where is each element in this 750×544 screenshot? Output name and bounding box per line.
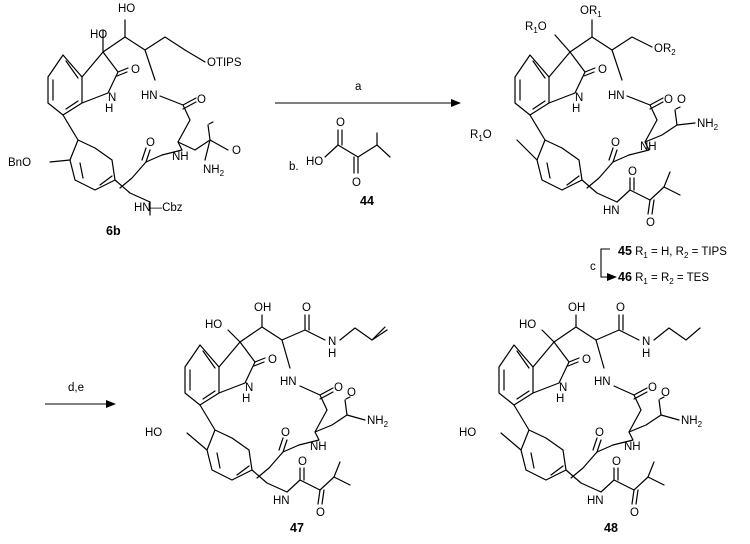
compound-number-44: 44 [360,194,374,208]
label-45-o3: O [611,137,620,149]
compound-47-labels: HO OH O N H O N H HN O O NH2 HO NH O HN … [145,302,389,535]
compound-caption-45: 45 R1 = H, R2 = TIPS [618,244,727,260]
label-6b-indole-n: N [108,92,116,104]
label-45-or2: OR2 [654,43,676,57]
label-45-hn2: HN [603,205,620,217]
label-6b-otips: OTIPS [207,57,242,69]
label-47-o4: O [298,456,307,468]
label-47-phenol-ho: HO [145,427,162,439]
compound-caption-46: 46 R1 = R2 = TES [618,270,709,286]
label-45-or1: OR1 [580,5,602,19]
label-45-indole-h: H [572,103,580,115]
label-6b-indole-h: H [105,103,113,115]
label-47-o3: O [281,427,290,439]
label-6b-o: O [131,64,140,76]
label-45-nh2: NH2 [697,118,719,132]
label-48-o3: O [595,427,604,439]
label-6b-ho-top: HO [118,3,135,15]
label-48-propyl-n: N [642,336,650,348]
reagent-step-de: d,e [68,382,84,394]
label-6b-o3: O [146,137,155,149]
label-47-amide-o: O [347,387,356,399]
label-6b-nh2: NH2 [203,164,225,178]
label-6b-bno: BnO [8,157,31,169]
reagent-step-b: b. [289,161,299,173]
compound-6b-labels: HO HO O OTIPS N H HN O BnO O NH O NH2 HN… [8,3,242,238]
label-45-o2: O [664,94,673,106]
label-6b-nhcbz: HN—Cbz [134,202,183,214]
label-47-o5: O [316,507,325,519]
label-44-o-bottom: O [352,177,361,189]
label-48-nh: NH [624,441,641,453]
reagent-step-c: c [590,261,596,273]
label-47-o: O [302,302,311,314]
compound-47: HO OH O N H O N H HN O O NH2 HO NH O HN … [145,302,389,535]
label-45-o: O [598,64,607,76]
compound-48-labels: HO OH O N H O N H HN O O NH2 HO NH O HN … [459,302,703,535]
label-47-oh: OH [254,302,271,314]
label-45-amide-o: O [677,94,686,106]
label-48-o5: O [630,507,639,519]
label-48-amide-o: O [661,387,670,399]
compound-44: O HO O 44 [306,117,391,208]
label-47-ho: HO [205,319,222,331]
compound-number-47: 47 [290,521,304,535]
label-47-nh: NH [310,441,327,453]
compound-47-bonds [184,314,388,505]
label-45-r1o-left: R1O [470,129,492,143]
compound-number-6b: 6b [106,224,121,238]
reaction-arrow-de: d,e [45,382,116,408]
label-45-nh: NH [640,141,657,153]
label-44-o-top: O [336,117,345,129]
label-45-o5: O [646,217,655,229]
compound-44-bonds [324,129,391,174]
label-47-nh2: NH2 [367,415,389,429]
label-48-indole-n: N [559,382,567,394]
label-47-allyl-n: N [328,336,336,348]
label-6b-hn: HN [141,90,158,102]
label-48-o: O [616,302,625,314]
compound-46: 46 R1 = R2 = TES [618,270,709,286]
label-47-indole-h: H [242,393,250,405]
label-47-hn2: HN [273,495,290,507]
label-44-ho: HO [306,156,323,168]
label-48-o2: O [648,382,657,394]
label-48-phenol-ho: HO [459,427,476,439]
compound-6b: HO HO O OTIPS N H HN O BnO O NH O NH2 HN… [8,3,242,238]
compound-48-bonds [498,314,701,505]
label-48-propyl-h: H [642,348,650,360]
label-47-indole-n: N [245,382,253,394]
label-47-allyl-h: H [328,348,336,360]
label-6b-o2: O [197,94,206,106]
label-45-r1o-top: R1O [525,21,547,35]
label-6b-amide-o: O [232,145,241,157]
label-45-hn: HN [608,90,625,102]
label-47-hn: HN [280,376,297,388]
label-47-o2: O [334,382,343,394]
label-48-hn: HN [594,376,611,388]
compound-45-labels: R1O OR1 OR2 O N H HN O O NH2 R1O NH O HN… [470,5,719,229]
compound-48: HO OH O N H O N H HN O O NH2 HO NH O HN … [459,302,703,535]
compound-6b-bonds [47,19,229,216]
label-48-lactam-o: O [582,354,591,366]
label-48-hn2: HN [587,495,604,507]
label-48-o4: O [612,456,621,468]
label-6b-ho: HO [90,29,107,41]
label-47-lactam-o: O [268,354,277,366]
label-48-oh: OH [568,302,585,314]
label-45-o4: O [628,166,637,178]
label-48-indole-h: H [556,393,564,405]
label-45-indole-n: N [575,92,583,104]
reaction-arrow-1: a b. [275,81,461,173]
label-6b-nh: NH [172,151,189,163]
reaction-arrow-c: c [590,248,617,281]
compound-45-bonds [514,19,696,215]
compound-number-48: 48 [604,521,618,535]
label-48-ho: HO [519,319,536,331]
reagent-step-a: a [355,81,362,93]
compound-45: R1O OR1 OR2 O N H HN O O NH2 R1O NH O HN… [470,5,727,260]
label-48-nh2: NH2 [681,415,703,429]
